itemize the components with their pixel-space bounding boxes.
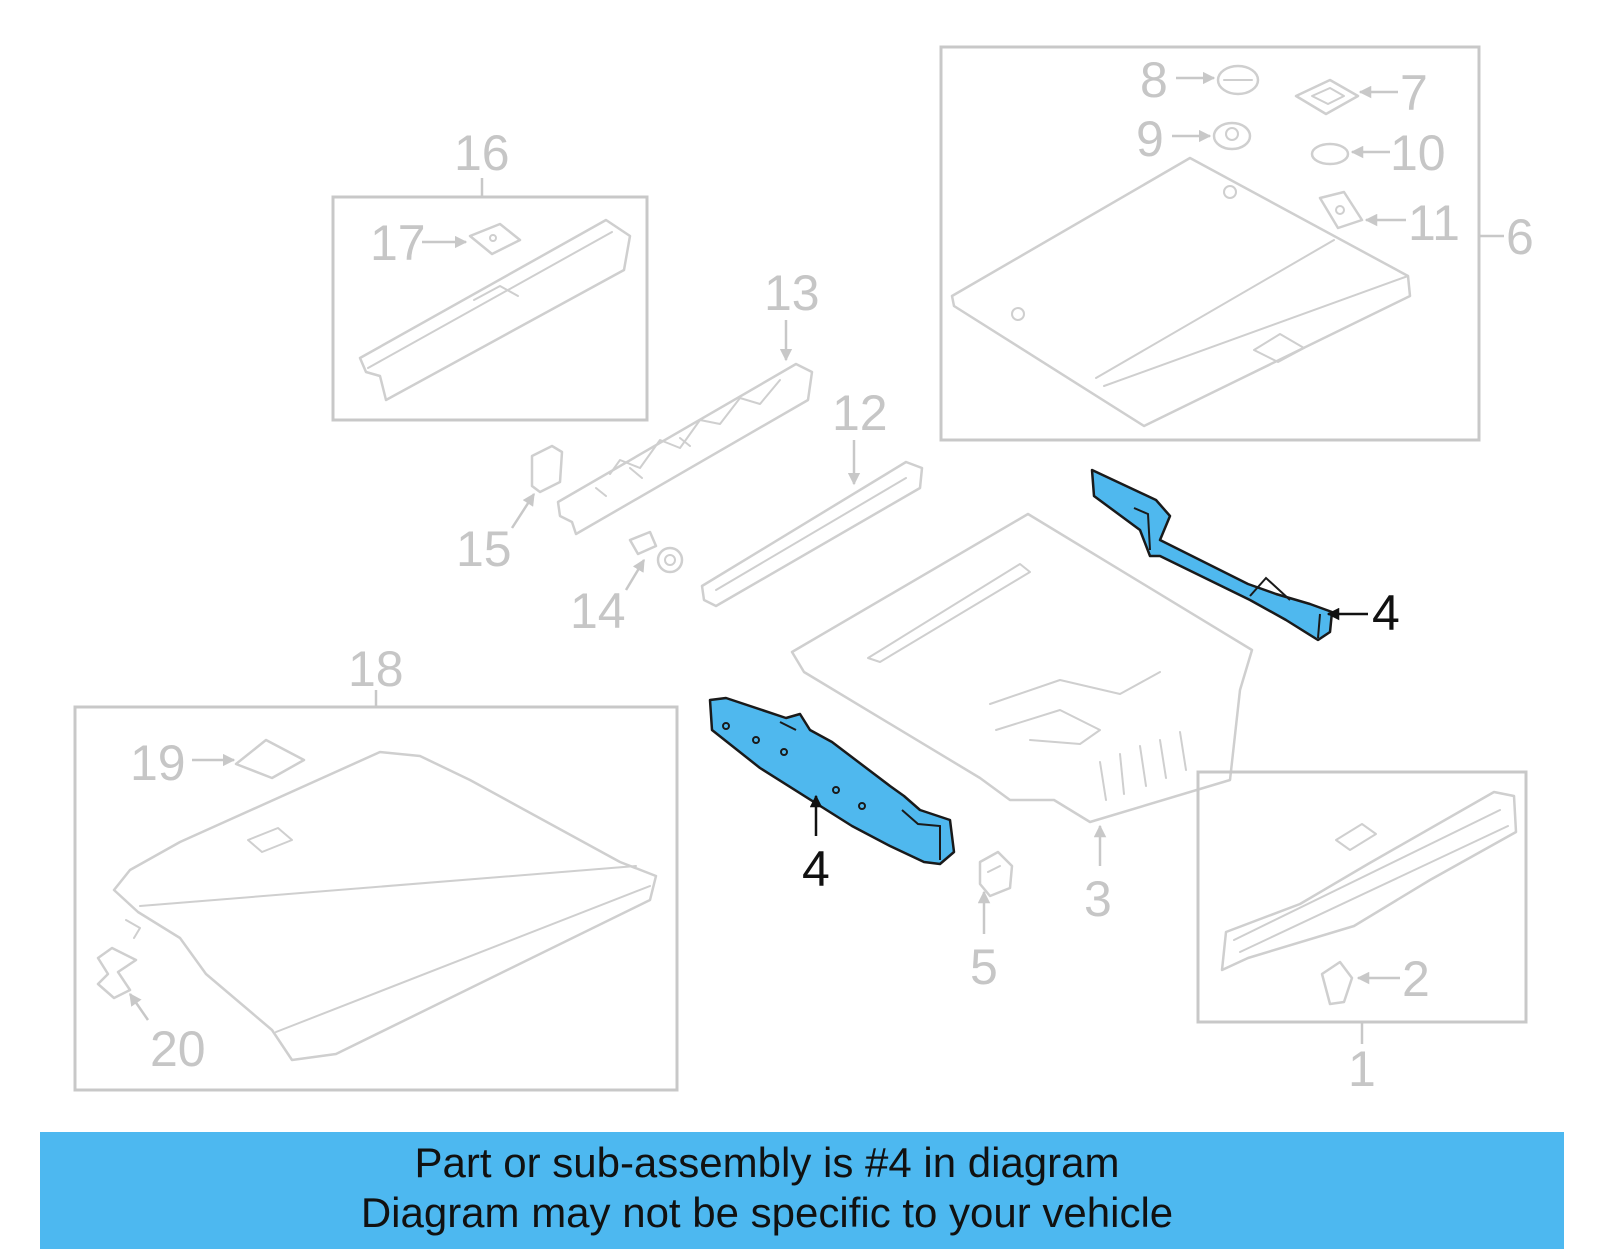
part-6-floor-board [950,156,1412,428]
callout-2: 2 [1402,951,1430,1007]
callout-14: 14 [570,583,626,639]
callout-16: 16 [454,125,510,181]
part-15-clip [530,444,564,494]
part-2-clip [1320,960,1354,1006]
callout-13: 13 [764,265,820,321]
callout-3: 3 [1084,871,1112,927]
part-11-bracket [1318,190,1364,230]
callout-1: 1 [1348,1041,1376,1097]
callout-20: 20 [150,1021,206,1077]
callout-19: 19 [130,735,186,791]
parts-diagram: 16 17 6 8 [73,45,1534,1097]
part-4-rail-left [708,696,956,866]
callout-9: 9 [1136,111,1164,167]
group-box-6: 6 8 9 7 10 [939,45,1534,442]
callout-10: 10 [1390,125,1446,181]
callout-15: 15 [456,521,512,577]
part-8-plug [1216,64,1260,96]
callout-11: 11 [1408,195,1460,251]
part-1-sill-plate [1220,790,1518,972]
callout-18: 18 [348,641,404,697]
part-5-clip [978,850,1014,898]
part-7-pad [1294,78,1360,116]
part-18-tonneau-cover [112,750,658,1062]
part-14-bolt [628,530,684,574]
callout-5: 5 [970,939,998,995]
part-9-grommet [1212,121,1252,151]
part-16-trim-panel [358,218,632,402]
part-3-cargo-tray [790,512,1254,824]
callout-4-right: 4 [1372,585,1400,641]
part-19-pad [234,738,306,780]
group-box-16: 16 17 [331,125,649,422]
info-banner: Part or sub-assembly is #4 in diagram Di… [40,1132,1564,1249]
callout-4-left: 4 [802,841,830,897]
part-13-bracket [556,362,814,536]
part-12-rail [700,460,924,608]
banner-line-1: Part or sub-assembly is #4 in diagram [414,1139,1120,1186]
group-box-1: 1 2 [1196,770,1528,1097]
part-20-bracket [96,946,138,1000]
part-10-ring [1310,142,1350,166]
callout-6: 6 [1506,209,1534,265]
part-17-clip [468,222,522,256]
callout-8: 8 [1140,52,1168,108]
part-4-rail-right [1090,468,1334,642]
callout-17: 17 [370,215,426,271]
banner-line-2: Diagram may not be specific to your vehi… [360,1189,1174,1236]
callout-7: 7 [1400,65,1428,121]
group-box-18: 18 19 20 [73,641,679,1092]
callout-12: 12 [832,385,888,441]
